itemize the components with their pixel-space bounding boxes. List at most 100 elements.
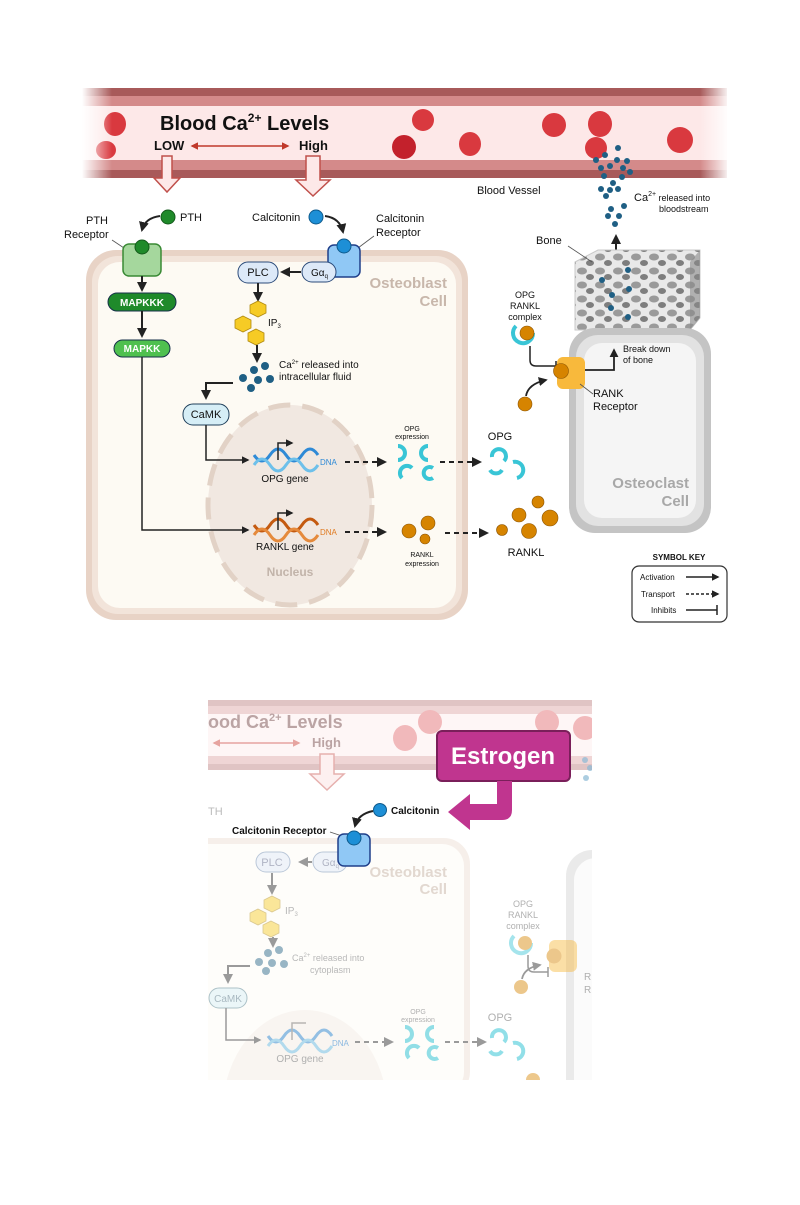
calcitonin-bound-icon xyxy=(336,238,352,254)
faded-gaq-label: Gαq xyxy=(322,858,339,870)
calcitonin-receptor-pointer xyxy=(357,235,375,249)
rank-receptor-pointer xyxy=(579,383,594,395)
rankl-label: RANKL xyxy=(508,547,545,559)
faded-high-label: High xyxy=(312,735,341,750)
pth-receptor-label-2: Receptor xyxy=(64,229,109,241)
calcitonin-binding-arrow-bottom xyxy=(352,810,374,828)
gaq-node xyxy=(301,261,337,283)
calcitonin-ligand-icon-bottom xyxy=(373,803,387,817)
faded-ip3-label: IP3 xyxy=(285,906,298,918)
faded-ca-label: Ca2+ released into xyxy=(292,953,364,963)
opg-dna-icon xyxy=(252,439,320,473)
faded-plc-label: PLC xyxy=(261,857,282,869)
calcitonin-receptor-label-2: Receptor xyxy=(376,227,421,239)
calcitonin-label-bottom: Calcitonin xyxy=(391,806,439,817)
rankl-expression-icon xyxy=(401,515,436,545)
ca-release-bloodstream-label-2: bloodstream xyxy=(659,204,709,214)
calcitonin-receptor-label-1: Calcitonin xyxy=(376,213,424,225)
camk-label: CaMK xyxy=(191,409,222,421)
opg-rankl-complex-icon xyxy=(511,324,536,346)
osteoblast-label-1: Osteoblast xyxy=(369,275,447,292)
faded-opg-dna-icon xyxy=(266,1022,334,1054)
ip3-label: IP3 xyxy=(268,318,281,330)
opg-icon xyxy=(488,447,526,480)
bone-block xyxy=(574,249,701,331)
rankl-expression-label-2: expression xyxy=(405,561,439,568)
opg-expression-icon xyxy=(397,444,435,481)
faded-vessel-title: ood Ca2+ Levels xyxy=(208,712,343,732)
calcitonin-binding-arrow xyxy=(324,215,347,234)
blood-vessel-label: Blood Vessel xyxy=(477,185,541,197)
rank-bound-rankl-icon xyxy=(553,363,569,379)
nucleus-label: Nucleus xyxy=(267,565,314,579)
faded-opg-expression-icon xyxy=(404,1025,440,1061)
breakdown-label-2: of bone xyxy=(623,355,653,365)
bone-label: Bone xyxy=(536,235,562,247)
estrogen-arrow-icon xyxy=(448,781,512,830)
breakdown-label-1: Break down xyxy=(623,344,671,354)
calcitonin-bound-icon-bottom xyxy=(346,830,362,846)
ca-release-bloodstream-label: Ca2+ released into xyxy=(634,191,710,204)
faded-complex-label-3: complex xyxy=(506,921,540,931)
pth-receptor-label-1: PTH xyxy=(86,215,108,227)
complex-label-1: OPG xyxy=(515,290,535,300)
faded-camk-label: CaMK xyxy=(214,994,242,1005)
blood-vessel xyxy=(82,88,730,178)
faded-rank-label-1: R xyxy=(584,972,591,983)
nucleus xyxy=(205,402,375,608)
mapkk-to-rankl-arrow xyxy=(141,357,250,534)
rankl-gene-label: RANKL gene xyxy=(256,542,314,553)
rankl-binding-arrow xyxy=(525,377,548,397)
faded-opg-expression-label-2: expression xyxy=(401,1017,435,1024)
osteoclast-label-2: Cell xyxy=(661,493,689,510)
faded-opg-gene-label: OPG gene xyxy=(276,1054,324,1065)
rankl-ligand-icon xyxy=(517,396,533,412)
calcitonin-receptor-label-bottom: Calcitonin Receptor xyxy=(232,826,327,837)
faded-inhibit-arrow xyxy=(527,955,548,973)
faded-pathway xyxy=(208,851,348,1009)
opg-dna-label: DNA xyxy=(320,458,338,467)
pth-bound-icon xyxy=(134,239,150,255)
ip3-icon xyxy=(234,300,267,346)
inhibit-arrow xyxy=(529,346,556,367)
low-label: LOW xyxy=(154,138,185,153)
faded-rankl-binding-arrow xyxy=(521,961,542,980)
faded-osteoblast-label-1: Osteoblast xyxy=(369,864,447,881)
top-panel: Blood Ca2+ Levels LOW High Blood Vessel … xyxy=(64,88,730,623)
faded-dna-label: DNA xyxy=(332,1039,350,1048)
pth-binding-arrow xyxy=(139,215,161,232)
faded-pth-label: TH xyxy=(208,806,223,818)
faded-complex-label-2: RANKL xyxy=(508,910,538,920)
opg-label: OPG xyxy=(488,431,512,443)
faded-high-down-arrow xyxy=(308,753,346,792)
faded-complex-icon xyxy=(509,934,577,1080)
pth-ligand-label: PTH xyxy=(180,212,202,224)
opg-expression-label-2: expression xyxy=(395,434,429,441)
rank-receptor-label-1: RANK xyxy=(593,388,624,400)
faded-osteoclast xyxy=(566,850,592,1080)
faded-osteoblast xyxy=(208,838,470,1080)
rank-receptor-label-2: Receptor xyxy=(593,401,638,413)
gaq-label: Gαq xyxy=(311,268,328,280)
opg-gene-label: OPG gene xyxy=(261,474,309,485)
camk-to-opg-arrow xyxy=(205,425,250,464)
faded-opg-label: OPG xyxy=(488,1012,512,1024)
calcitonin-ligand-label: Calcitonin xyxy=(252,212,300,224)
bottom-panel: ood Ca2+ Levels High TH Osteoblast Cell xyxy=(208,700,592,1080)
faded-opg-expression-label-1: OPG xyxy=(410,1009,426,1016)
calcitonin-ligand-icon xyxy=(308,209,324,225)
ca-intracellular-label-2: intracellular fluid xyxy=(279,372,351,383)
symbol-key-title: SYMBOL KEY xyxy=(653,553,706,562)
faded-ca-camk-arrow xyxy=(223,965,250,984)
mapkkk-label: MAPKKK xyxy=(120,298,165,309)
ca-dots-intracellular xyxy=(239,362,274,392)
osteoblast-label-2: Cell xyxy=(419,293,447,310)
opg-expression-label-1: OPG xyxy=(404,426,420,433)
rankl-dna-icon xyxy=(252,509,320,543)
rankl-expression-label-1: RANKL xyxy=(410,552,433,559)
faded-nucleus xyxy=(226,1010,384,1080)
faded-ca-label-2: cytoplasm xyxy=(310,965,351,975)
faded-ca-dots xyxy=(582,757,592,781)
faded-opg-icon xyxy=(488,1028,526,1061)
key-activation-label: Activation xyxy=(640,573,675,582)
